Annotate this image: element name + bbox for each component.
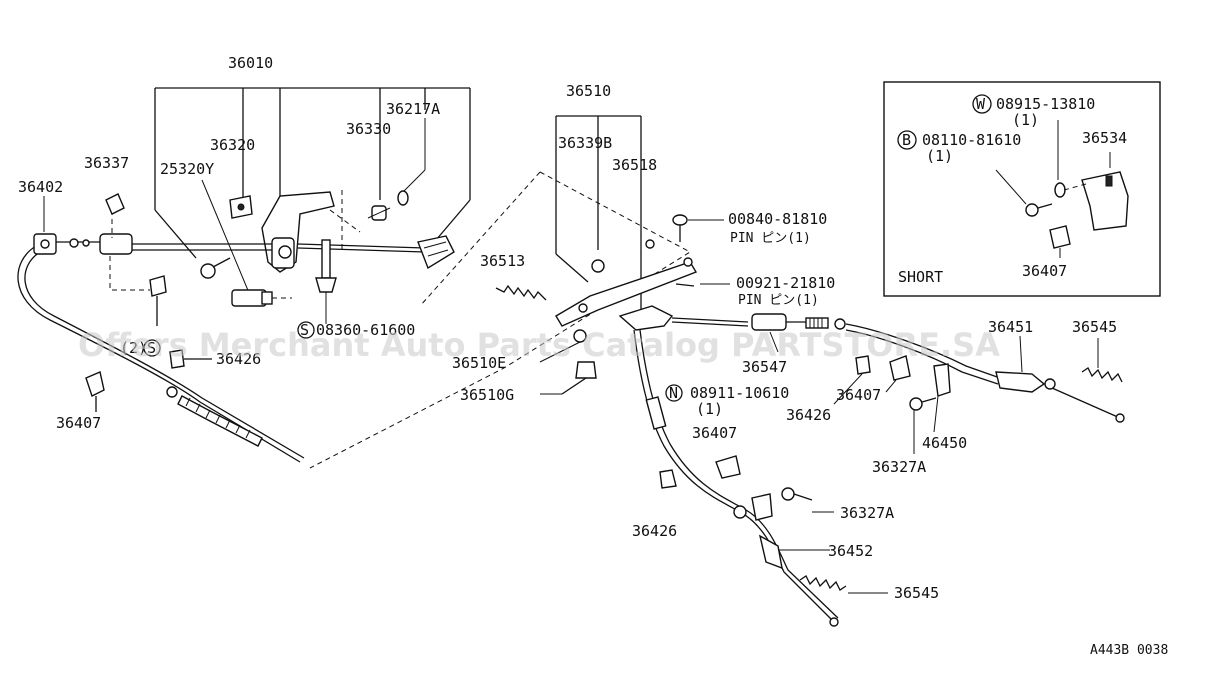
label-08360-qty: (2) (120, 339, 147, 357)
spring-36545-right (1081, 367, 1123, 383)
label-00840: 00840-81810 (728, 210, 827, 228)
label-36407-mid: 36407 (692, 424, 737, 442)
label-36426-mid: 36426 (632, 522, 677, 540)
label-inset-36407: 36407 (1022, 262, 1067, 280)
label-36217a: 36217A (386, 100, 440, 118)
cable-36451 (845, 323, 1001, 379)
label-36510: 36510 (566, 82, 611, 100)
bolt-lower-left (149, 275, 167, 326)
clip-36407-right (889, 355, 911, 381)
label-08911: 08911-10610 (690, 384, 789, 402)
prefix-08360-b: S (300, 321, 309, 339)
bracket-mid (751, 493, 773, 521)
adjuster-front (99, 233, 272, 255)
rod-grommet (417, 235, 455, 270)
switch-25320y (231, 289, 292, 307)
bolt-08360 (315, 239, 337, 324)
label-inset-36534: 36534 (1082, 129, 1127, 147)
label-36510g: 36510G (460, 386, 514, 404)
bolt-left (200, 257, 231, 279)
washer-inset (1054, 120, 1087, 198)
clip-36330 (367, 205, 391, 221)
label-08360: 08360-61600 (316, 321, 415, 339)
label-36327a-right: 36327A (872, 458, 926, 476)
bolt-36510g (575, 361, 597, 379)
label-36407-right: 36407 (836, 386, 881, 404)
label-36407-left: 36407 (56, 414, 101, 432)
inset-title: SHORT (898, 268, 943, 286)
inset-short (883, 81, 1161, 297)
label-36426-right: 36426 (786, 406, 831, 424)
label-36518: 36518 (612, 156, 657, 174)
cable-boot-mid (645, 396, 667, 430)
label-36402: 36402 (18, 178, 63, 196)
clip-36426-right (855, 355, 871, 375)
washer-36217a (397, 190, 409, 206)
prefix-08911: N (669, 384, 678, 402)
clip-36320 (229, 195, 253, 219)
clip-inset (1049, 225, 1071, 258)
clip-36426-left (169, 349, 185, 369)
label-36426-left: 36426 (216, 350, 261, 368)
label-36547: 36547 (742, 358, 787, 376)
label-36451: 36451 (988, 318, 1033, 336)
clip-36407-mid (715, 455, 741, 479)
label-36545-right: 36545 (1072, 318, 1117, 336)
watermark: Offers Merchant Auto Parts Catalog PARTS… (78, 326, 1000, 364)
bolt-inset (995, 169, 1053, 217)
rear-right-cable (833, 323, 1125, 454)
cable-boot-front (177, 395, 263, 447)
label-inset-08110: 08110-81610 (922, 131, 1021, 149)
label-46450: 46450 (922, 434, 967, 452)
note-00921: PIN ピン(1) (738, 293, 819, 308)
label-36327a-mid: 36327A (840, 504, 894, 522)
front-cable (17, 245, 301, 463)
adjuster-36547 (751, 313, 846, 331)
pin-00840 (672, 214, 688, 242)
clip-36337 (105, 193, 125, 215)
label-inset-08915: 08915-13810 (996, 95, 1095, 113)
label-36545-bottom: 36545 (894, 584, 939, 602)
label-inset-08915-qty: (1) (1012, 111, 1039, 129)
spring-36513 (495, 284, 547, 301)
label-25320y: 25320Y (160, 160, 214, 178)
label-36010: 36010 (228, 54, 273, 72)
label-08911-qty: (1) (696, 400, 723, 418)
bolt-36327a-right (909, 397, 937, 454)
cable-boot-right (995, 371, 1046, 393)
label-36452: 36452 (828, 542, 873, 560)
front-lever-assembly (17, 87, 471, 463)
label-36330: 36330 (346, 120, 391, 138)
bracket-36534 (1081, 152, 1129, 231)
note-00840: PIN ピン(1) (730, 231, 811, 246)
label-36339b: 36339B (558, 134, 612, 152)
spring-36545-bottom (799, 575, 847, 591)
cable-end-36402 (33, 233, 100, 255)
bolt-36327a-mid (781, 487, 834, 513)
prefix-b: B (902, 131, 911, 149)
label-36510e: 36510E (452, 354, 506, 372)
label-inset-08110-qty: (1) (926, 147, 953, 165)
label-36337: 36337 (84, 154, 129, 172)
bracket-46450 (933, 363, 951, 397)
equalizer-plate (555, 261, 698, 327)
cable-guide (618, 305, 674, 331)
clip-36407-left (85, 371, 105, 397)
equalizer-assembly (309, 115, 888, 627)
clip-36426-mid (659, 469, 677, 489)
pin-00921 (675, 283, 695, 287)
prefix-w: W (976, 95, 986, 113)
label-36513: 36513 (480, 252, 525, 270)
prefix-08360: S (147, 339, 156, 357)
label-00921: 00921-21810 (736, 274, 835, 292)
diagram-code: A443B 0038 (1090, 643, 1168, 658)
label-36320: 36320 (210, 136, 255, 154)
